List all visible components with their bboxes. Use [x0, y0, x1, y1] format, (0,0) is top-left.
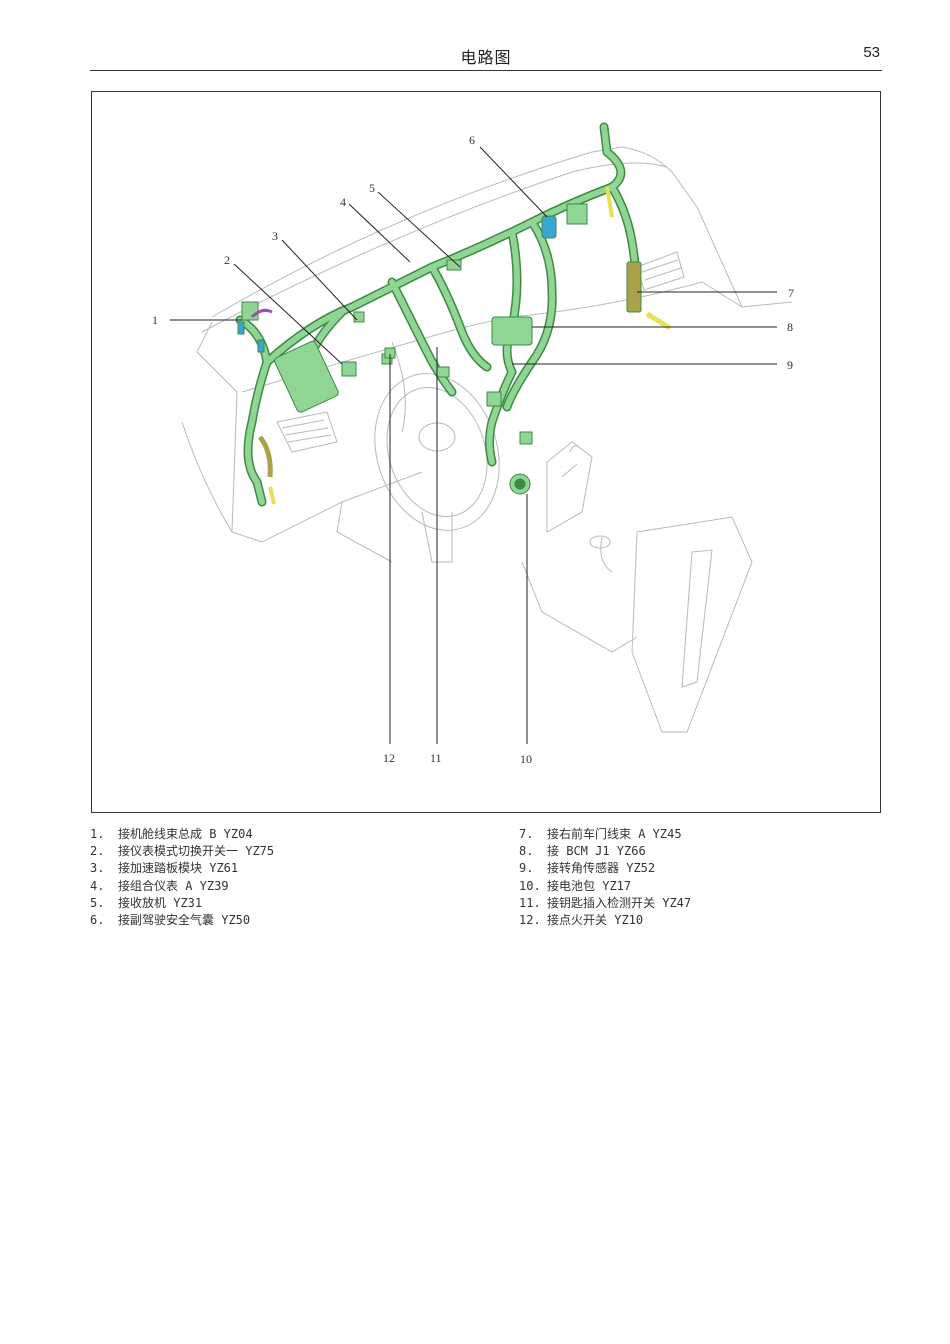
legend-item: 12.接点火开关 YZ10 — [519, 913, 644, 928]
callout-3: 3 — [272, 229, 278, 243]
engine-bay-connector — [241, 301, 259, 321]
leader-lines — [170, 146, 777, 744]
legend-item: 11.接钥匙插入检测开关 YZ47 — [519, 895, 692, 910]
dashboard-outline — [181, 146, 793, 733]
page-header: 电路图 53 — [90, 40, 882, 71]
legend-item: 5.接收放机 YZ31 — [90, 895, 203, 910]
legend-item: 9.接转角传感器 YZ52 — [519, 861, 656, 876]
legend-item: 10.接电池包 YZ17 — [519, 878, 632, 893]
dashboard-harness-drawing: 1 2 3 4 5 6 7 8 9 10 11 12 — [152, 122, 794, 766]
page-title: 电路图 — [460, 48, 512, 67]
callout-1: 1 — [152, 313, 158, 327]
legend-item: 8.接 BCM J1 YZ66 — [519, 844, 646, 859]
page-number: 53 — [863, 44, 880, 61]
legend-right-column: 7.接右前车门线束 A YZ45 8.接 BCM J1 YZ66 9.接转角传感… — [519, 826, 691, 929]
legend-item: 4.接组合仪表 A YZ39 — [90, 878, 229, 893]
legend-left-column: 1.接机舱线束总成 B YZ04 2.接仪表模式切换开关一 YZ75 3.接加速… — [90, 826, 274, 929]
callout-5: 5 — [369, 181, 375, 195]
wire-harness — [235, 122, 642, 507]
door-connector — [626, 261, 642, 313]
callout-7: 7 — [788, 286, 794, 300]
legend-item: 6.接副驾驶安全气囊 YZ50 — [90, 913, 251, 928]
legend-item: 3.接加速踏板模块 YZ61 — [90, 861, 239, 876]
accelerator-module — [274, 340, 339, 413]
wiring-diagram-figure: 1 2 3 4 5 6 7 8 9 10 11 12 — [91, 91, 881, 813]
legend-item: 1.接机舱线束总成 B YZ04 — [90, 827, 253, 841]
callout-8: 8 — [787, 320, 793, 334]
callout-labels: 1 2 3 4 5 6 7 8 9 10 11 12 — [152, 133, 794, 766]
bcm-connector — [491, 316, 533, 346]
connectors — [237, 186, 672, 505]
callout-2: 2 — [224, 253, 230, 267]
callout-11: 11 — [430, 751, 442, 765]
callout-10: 10 — [520, 752, 532, 766]
callout-4: 4 — [340, 195, 346, 209]
legend-item: 2.接仪表模式切换开关一 YZ75 — [90, 844, 275, 859]
callout-9: 9 — [787, 358, 793, 372]
callout-6: 6 — [469, 133, 475, 147]
callout-12: 12 — [383, 751, 395, 765]
legend-item: 7.接右前车门线束 A YZ45 — [519, 827, 682, 841]
